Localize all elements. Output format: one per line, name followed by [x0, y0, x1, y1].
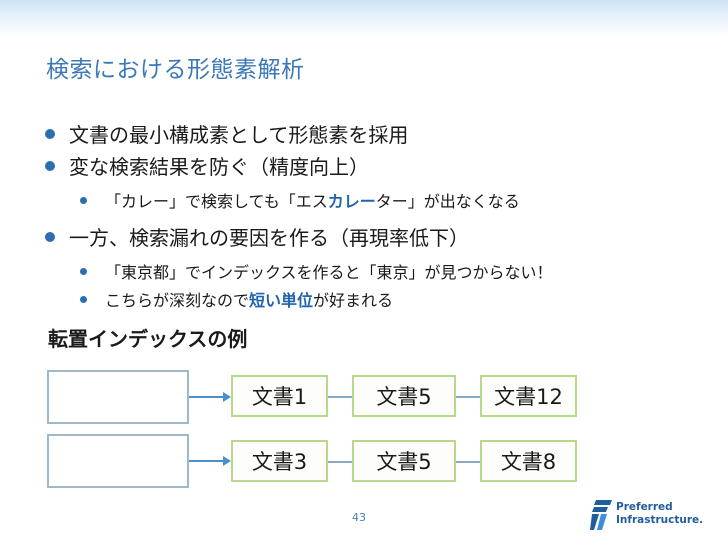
posting-doc-box: 文書12	[480, 375, 577, 417]
bullet-dot-icon	[45, 128, 55, 139]
index-key-box	[47, 370, 189, 424]
posting-connector	[328, 396, 352, 398]
bullet-text-part: 「カレー」で検索しても「エス	[105, 192, 328, 211]
bullet-dot-icon	[80, 196, 87, 204]
diagram-title: 転置インデックスの例	[48, 327, 248, 351]
posting-connector	[328, 461, 352, 463]
bullet-text: 文書の最小構成素として形態素を採用	[69, 123, 409, 147]
posting-doc-box: 文書1	[231, 375, 328, 417]
sub-bullet-item-3: こちらが深刻なので短い単位が好まれる	[80, 287, 393, 311]
bullet-text: 変な検索結果を防ぐ（精度向上）	[69, 155, 369, 179]
company-logo: Preferred Infrastructure.	[590, 500, 720, 532]
bullet-item-1: 文書の最小構成素として形態素を採用	[45, 119, 408, 148]
sub-bullet-item-2: 「東京都」でインデックスを作ると「東京」が見つからない！	[80, 259, 553, 283]
bullet-text-part: が好まれる	[313, 291, 394, 310]
slide-title: 検索における形態素解析	[46, 57, 305, 83]
arrow-right-icon	[189, 456, 231, 466]
posting-connector	[456, 396, 480, 398]
highlighted-text: 短い単位	[249, 291, 314, 310]
bullet-item-3: 一方、検索漏れの要因を作る（再現率低下）	[45, 222, 469, 251]
header-gradient-bar	[0, 0, 728, 38]
highlighted-text: カレー	[327, 192, 376, 211]
index-key-box	[47, 434, 189, 488]
posting-doc-box: 文書8	[480, 440, 577, 482]
posting-doc-box: 文書5	[352, 375, 456, 417]
logo-mark-icon	[590, 500, 612, 530]
posting-doc-box: 文書5	[352, 440, 456, 482]
arrow-right-icon	[189, 392, 231, 402]
bullet-text-part: ター」が出なくなる	[375, 192, 520, 211]
posting-doc-box: 文書3	[231, 440, 328, 482]
logo-wordmark: Preferred Infrastructure.	[616, 501, 704, 526]
page-number: 43	[352, 511, 366, 524]
bullet-dot-icon	[45, 231, 55, 242]
bullet-text: 「東京都」でインデックスを作ると「東京」が見つからない！	[105, 263, 553, 282]
bullet-text: 一方、検索漏れの要因を作る（再現率低下）	[69, 226, 469, 250]
bullet-item-2: 変な検索結果を防ぐ（精度向上）	[45, 151, 369, 180]
posting-connector	[456, 461, 480, 463]
sub-bullet-item-1: 「カレー」で検索しても「エスカレーター」が出なくなる	[80, 188, 520, 212]
bullet-dot-icon	[80, 295, 87, 303]
bullet-dot-icon	[80, 267, 87, 275]
bullet-text-part: こちらが深刻なので	[105, 291, 250, 310]
bullet-dot-icon	[45, 160, 55, 171]
